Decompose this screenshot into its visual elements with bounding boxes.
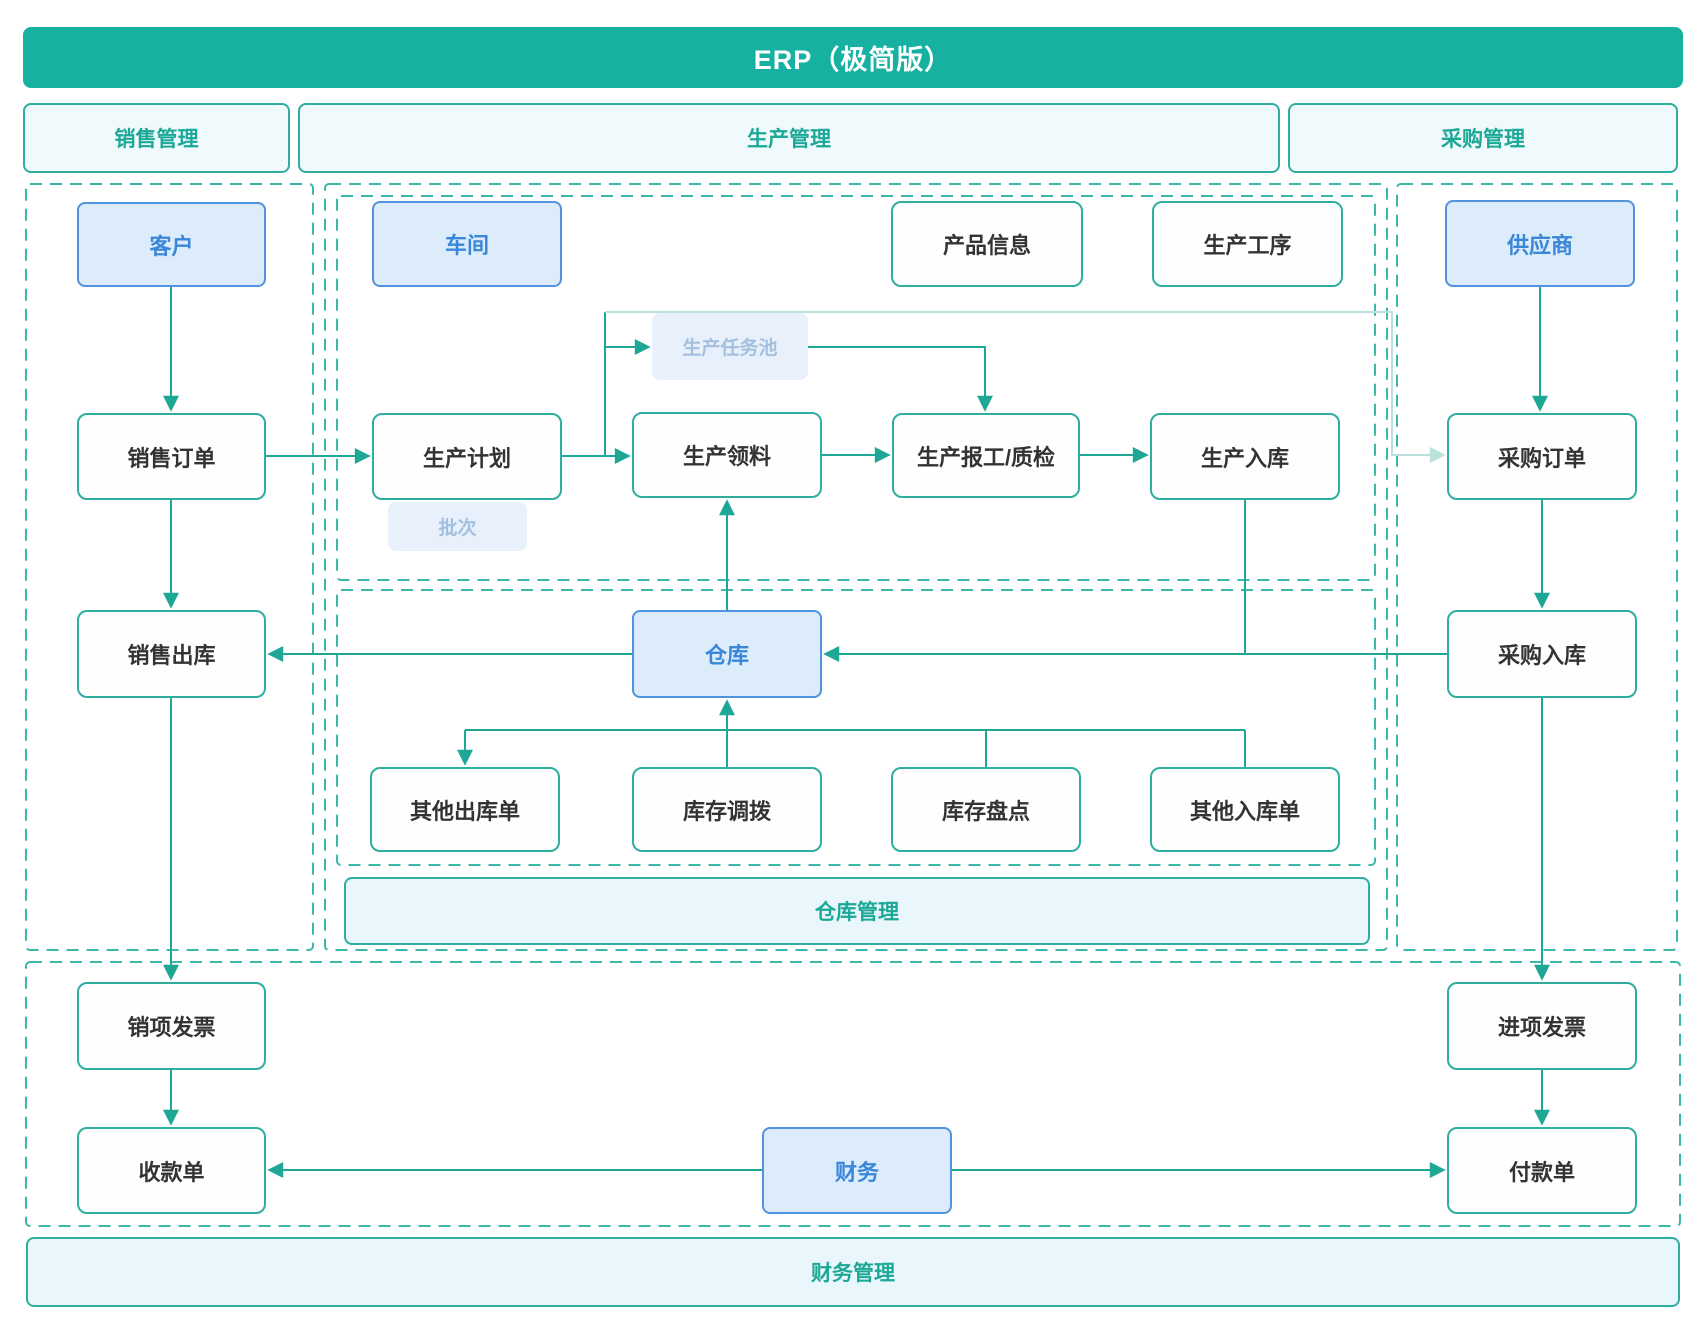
node-stock-transfer-label: 库存调拨	[682, 798, 771, 824]
banner-warehouse: 仓库管理	[344, 877, 1370, 945]
banner-finance: 财务管理	[26, 1237, 1680, 1307]
node-sales-order[interactable]: 销售订单	[77, 413, 266, 500]
banner-warehouse-label: 仓库管理	[815, 901, 899, 924]
purchase-section-border	[1396, 183, 1678, 951]
node-finance-label: 财务	[834, 1159, 879, 1185]
finance-section-border	[25, 961, 1681, 1227]
node-production-inbound-label: 生产入库	[1200, 445, 1289, 471]
node-warehouse[interactable]: 仓库	[632, 610, 822, 698]
production-section-border	[324, 183, 1388, 951]
sales-section-border	[25, 183, 314, 951]
node-other-outbound[interactable]: 其他出库单	[370, 767, 560, 852]
node-workshop-label: 车间	[444, 233, 489, 258]
node-sales-invoice-label: 销项发票	[127, 1015, 216, 1040]
node-sales-outbound[interactable]: 销售出库	[77, 610, 266, 698]
node-purchase-inbound-label: 采购入库	[1497, 643, 1586, 668]
production-inner-border	[336, 195, 1376, 581]
node-other-inbound[interactable]: 其他入库单	[1150, 767, 1340, 852]
node-task-pool[interactable]: 生产任务池	[652, 313, 808, 380]
node-production-process[interactable]: 生产工序	[1152, 201, 1343, 287]
node-customer[interactable]: 客户	[77, 202, 266, 287]
node-product-info-label: 产品信息	[942, 233, 1031, 258]
node-stock-count[interactable]: 库存盘点	[891, 767, 1081, 852]
node-purchase-order-label: 采购订单	[1497, 445, 1586, 471]
edge-production-plan-purchase-order-faint	[605, 311, 1446, 463]
node-production-inbound[interactable]: 生产入库	[1150, 413, 1340, 500]
node-production-report-label: 生产报工/质检	[916, 444, 1056, 470]
node-input-invoice-label: 进项发票	[1497, 1015, 1586, 1040]
node-production-plan[interactable]: 生产计划	[372, 413, 562, 500]
node-batch[interactable]: 批次	[388, 502, 527, 551]
node-customer-label: 客户	[149, 233, 194, 259]
section-header-production-label: 生产管理	[747, 128, 831, 151]
node-payment-label: 付款单	[1508, 1159, 1575, 1185]
node-batch-label: 批次	[438, 518, 477, 539]
node-receipt[interactable]: 收款单	[77, 1127, 266, 1214]
section-header-sales: 销售管理	[23, 103, 290, 173]
node-finance[interactable]: 财务	[762, 1127, 952, 1214]
section-header-sales-label: 销售管理	[114, 128, 199, 151]
diagram-title: ERP（极简版）	[753, 45, 953, 75]
node-warehouse-label: 仓库	[704, 643, 749, 668]
node-supplier-label: 供应商	[1506, 232, 1573, 258]
node-other-outbound-label: 其他出库单	[409, 798, 520, 824]
node-sales-order-label: 销售订单	[127, 445, 216, 471]
node-purchase-order[interactable]: 采购订单	[1447, 413, 1637, 500]
node-other-inbound-label: 其他入库单	[1189, 798, 1300, 824]
node-purchase-inbound[interactable]: 采购入库	[1447, 610, 1637, 698]
node-receipt-label: 收款单	[138, 1159, 205, 1185]
warehouse-inner-border	[336, 589, 1376, 866]
node-production-plan-label: 生产计划	[422, 445, 511, 471]
section-header-purchase: 采购管理	[1288, 103, 1678, 173]
node-production-picking[interactable]: 生产领料	[632, 412, 822, 498]
banner-finance-label: 财务管理	[811, 1262, 895, 1285]
node-stock-count-label: 库存盘点	[941, 798, 1030, 824]
node-sales-invoice[interactable]: 销项发票	[77, 982, 266, 1070]
node-production-picking-label: 生产领料	[682, 444, 771, 469]
node-sales-outbound-label: 销售出库	[127, 643, 216, 668]
edge-task-pool-production-report	[808, 346, 993, 412]
node-task-pool-label: 生产任务池	[682, 338, 778, 359]
node-stock-transfer[interactable]: 库存调拨	[632, 767, 822, 852]
section-header-purchase-label: 采购管理	[1441, 128, 1525, 151]
node-product-info[interactable]: 产品信息	[891, 201, 1083, 287]
section-header-production: 生产管理	[298, 103, 1280, 173]
node-input-invoice[interactable]: 进项发票	[1447, 982, 1637, 1070]
node-payment[interactable]: 付款单	[1447, 1127, 1637, 1214]
diagram-title-bar: ERP（极简版）	[23, 27, 1683, 88]
node-workshop[interactable]: 车间	[372, 201, 562, 287]
node-production-process-label: 生产工序	[1203, 233, 1292, 258]
node-production-report[interactable]: 生产报工/质检	[892, 413, 1080, 498]
node-supplier[interactable]: 供应商	[1445, 200, 1635, 287]
